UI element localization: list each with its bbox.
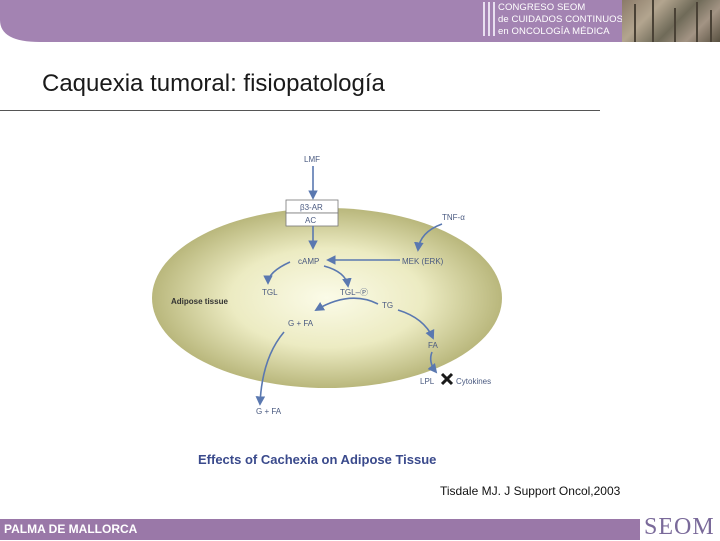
header-bar — [0, 0, 720, 42]
adipose-diagram: LMF β3-AR AC TNF-α cAMP MEK (ERK) TGL TG… — [150, 140, 520, 430]
node-fa: FA — [428, 341, 438, 350]
title-divider — [0, 110, 600, 111]
node-camp: cAMP — [298, 257, 319, 266]
header-photo — [622, 0, 720, 42]
ac-box — [285, 212, 339, 227]
header-banner — [0, 0, 720, 42]
congress-line-3: en ONCOLOGÍA MÉDICA — [498, 26, 610, 37]
citation: Tisdale MJ. J Support Oncol,2003 — [440, 484, 621, 498]
node-ac: AC — [305, 216, 316, 225]
adipose-tissue-ellipse — [152, 208, 502, 388]
arrow-tg-gfa — [314, 297, 379, 311]
figure-caption: Effects of Cachexia on Adipose Tissue — [198, 452, 437, 467]
footer-bar: PALMA DE MALLORCA — [0, 519, 720, 540]
region-label: Adipose tissue — [171, 297, 228, 306]
node-cytokines: Cytokines — [456, 377, 491, 386]
arrow-fa-lpl — [427, 351, 438, 374]
node-receptor: β3-AR — [300, 203, 323, 212]
arrow-gfa-out — [255, 331, 285, 406]
node-lmf: LMF — [304, 155, 320, 164]
node-gfa-outer: G + FA — [256, 407, 282, 416]
congress-logo: CONGRESO SEOM de CUIDADOS CONTINUOS en O… — [480, 0, 624, 42]
arrow-camp-tglp — [323, 265, 352, 288]
seom-logo-text: SEOM — [644, 514, 715, 540]
node-tgl: TGL — [262, 288, 278, 297]
footer-city: PALMA DE MALLORCA — [4, 522, 138, 536]
node-tnf: TNF-α — [442, 213, 465, 222]
arrow-tg-fa — [397, 309, 435, 340]
congress-line-2: de CUIDADOS CONTINUOS — [498, 14, 624, 25]
adipose-diagram-svg: LMF β3-AR AC TNF-α cAMP MEK (ERK) TGL TG… — [152, 155, 502, 416]
slide-title: Caquexia tumoral: fisiopatología — [42, 70, 385, 97]
arrow-tnf-mek — [414, 223, 443, 252]
congress-line-1: CONGRESO SEOM — [498, 2, 586, 13]
node-tg: TG — [382, 301, 393, 310]
seom-logo: SEOM — [640, 513, 720, 540]
node-gfa-inner: G + FA — [288, 319, 314, 328]
node-tglp: TGL–Ⓟ — [340, 288, 368, 297]
node-mek: MEK (ERK) — [402, 257, 444, 266]
arrow-camp-tgl — [263, 261, 291, 285]
node-lpl: LPL — [420, 377, 435, 386]
inhibition-x-icon — [440, 372, 454, 386]
